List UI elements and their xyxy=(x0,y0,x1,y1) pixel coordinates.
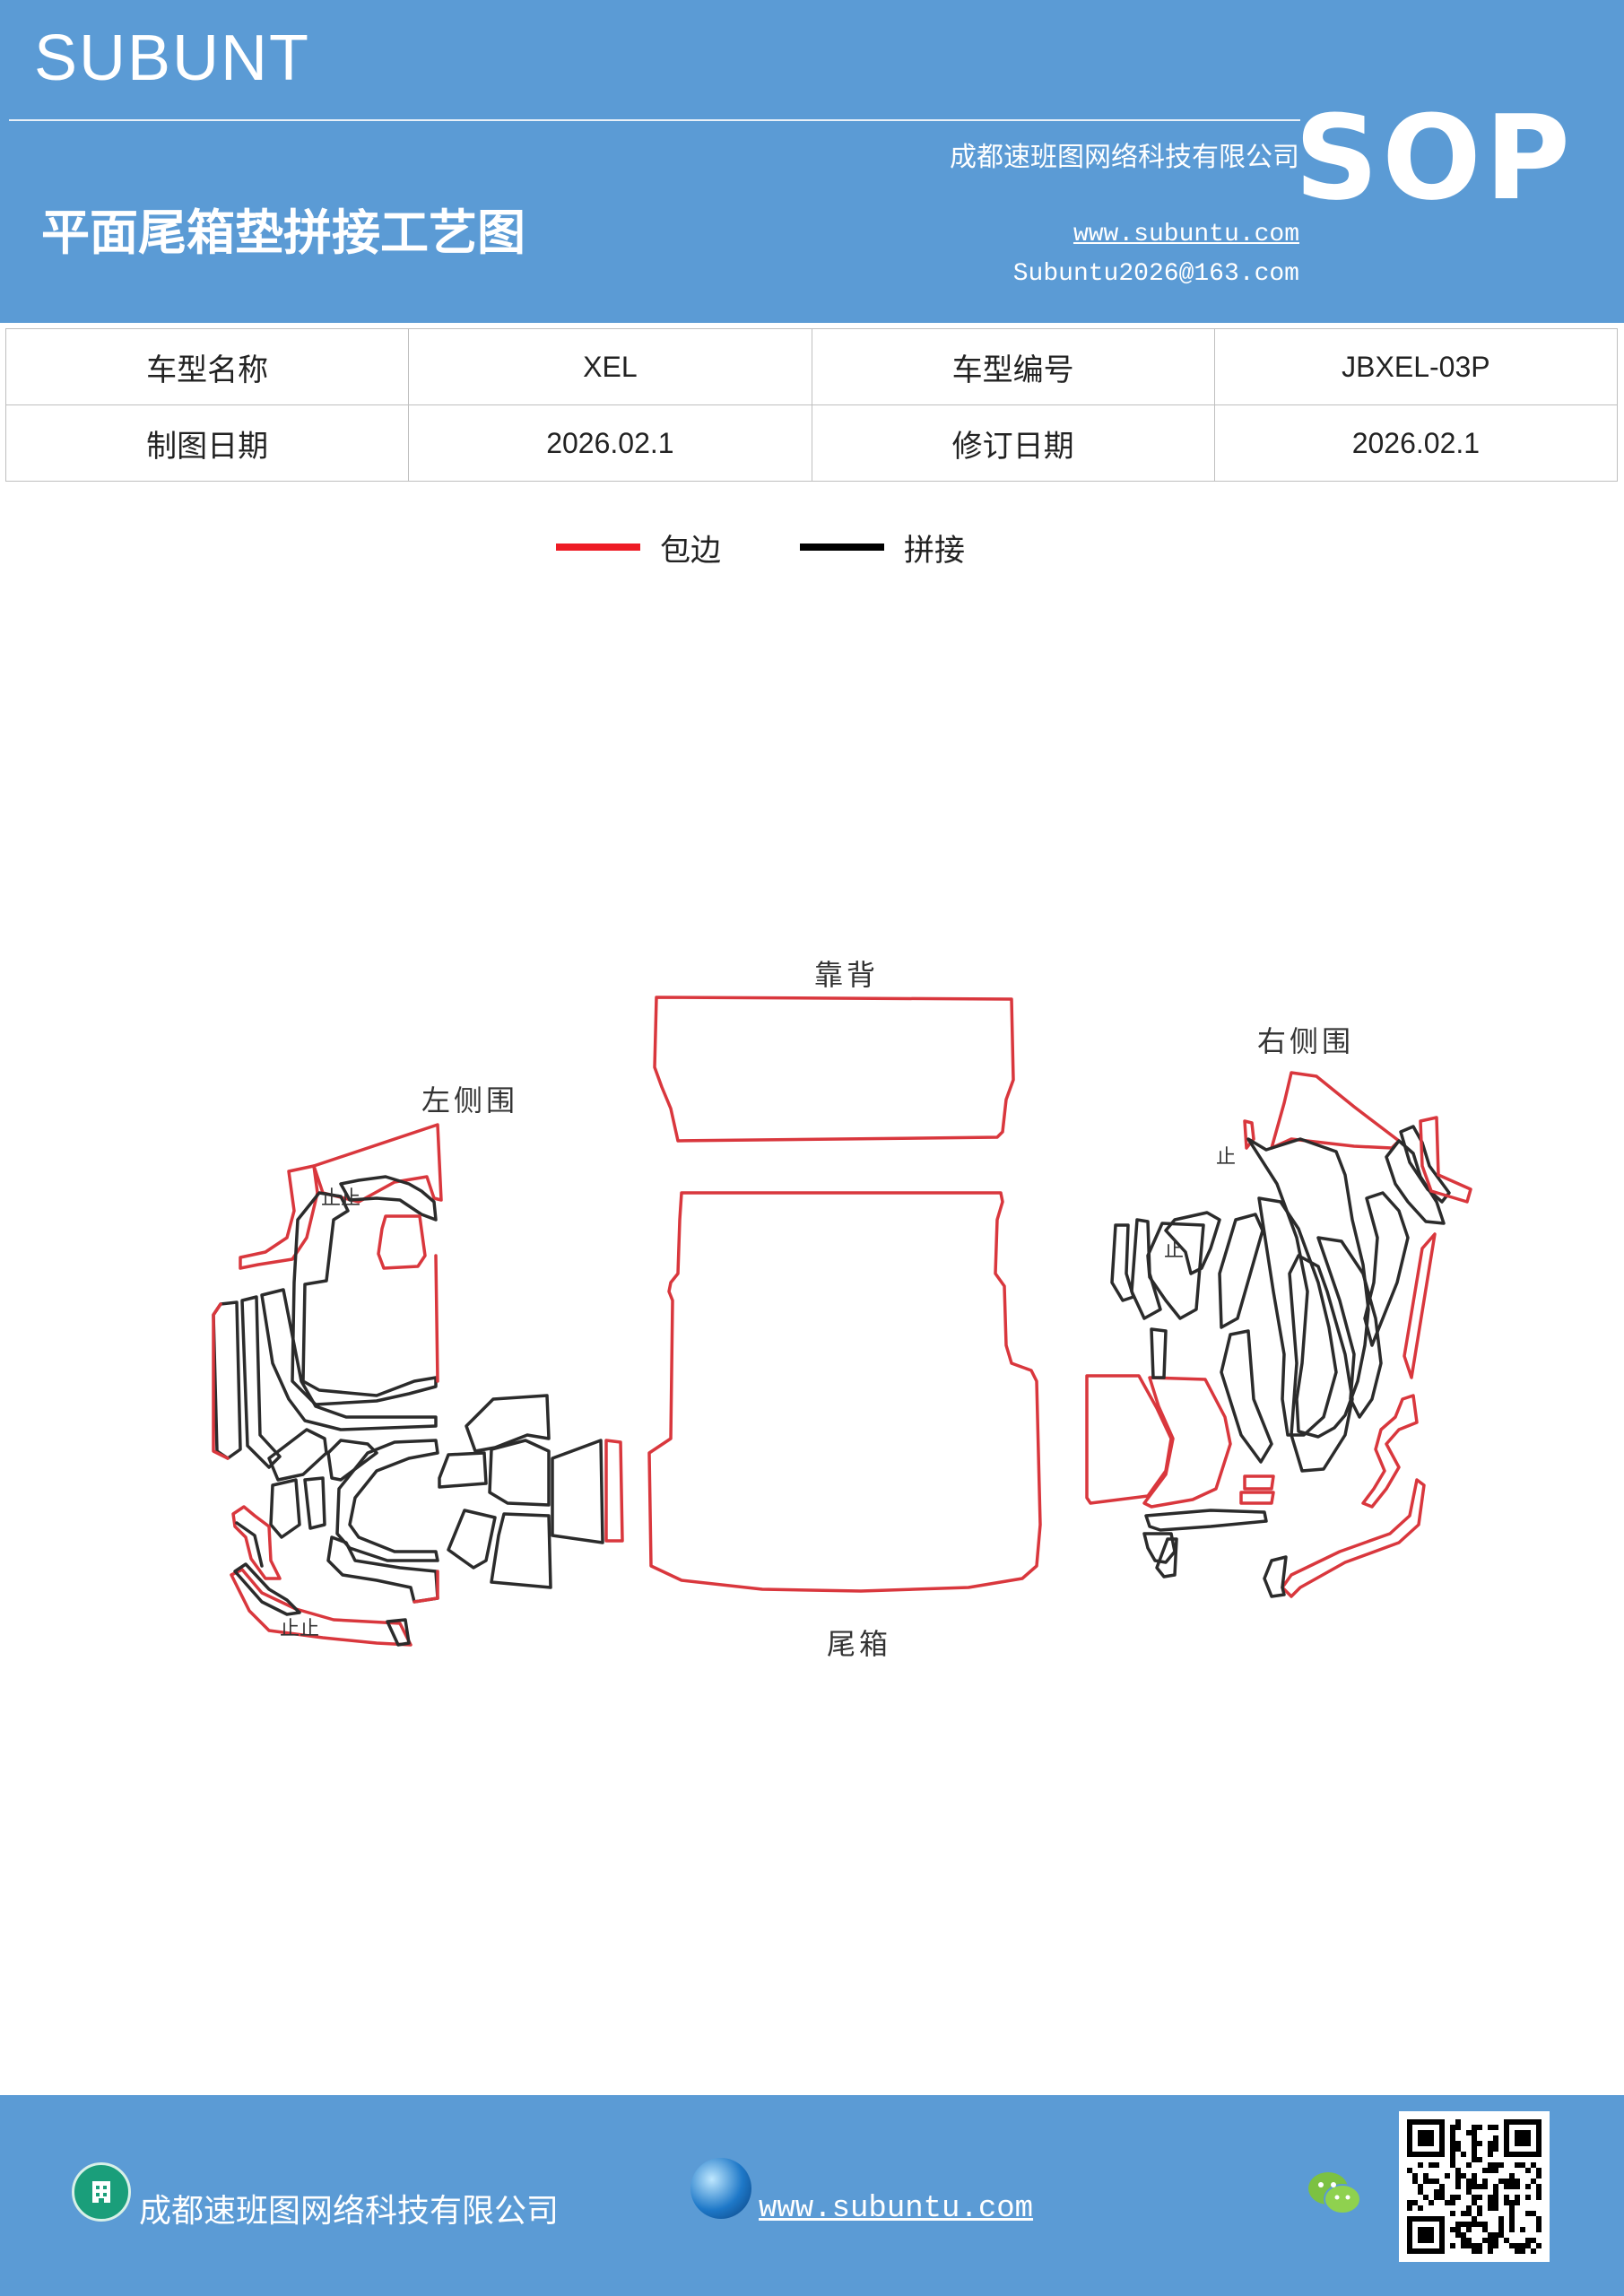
document-title: 平面尾箱垫拼接工艺图 xyxy=(41,204,525,261)
footer-banner: 成都速班图网络科技有限公司 www.subuntu.com xyxy=(0,2095,1624,2296)
stop-mark: 止 xyxy=(1216,1146,1237,1169)
right-piece xyxy=(1142,1376,1232,1509)
model-name-label: 车型名称 xyxy=(4,328,410,405)
left-piece xyxy=(335,1439,439,1562)
right-piece xyxy=(1363,1191,1410,1347)
model-code-label: 车型编号 xyxy=(811,328,1215,405)
right-piece xyxy=(1220,1329,1273,1464)
pattern-pieces-svg xyxy=(212,996,1472,1647)
backrest-piece xyxy=(653,996,1015,1143)
company-name: 成都速班图网络科技有限公司 xyxy=(950,142,1299,173)
header-banner: SUBUNT 成都速班图网络科技有限公司 平面尾箱垫拼接工艺图 www.subu… xyxy=(0,0,1624,323)
right-piece xyxy=(1361,1394,1419,1509)
legend-seam-swatch xyxy=(800,544,884,551)
right-piece xyxy=(1243,1119,1255,1150)
left-piece xyxy=(233,1562,301,1616)
footer-company-name: 成都速班图网络科技有限公司 xyxy=(139,2193,560,2230)
info-table: 车型名称 XEL 车型编号 JBXEL-03P 制图日期 2026.02.1 修… xyxy=(4,328,1619,482)
right-piece xyxy=(1419,1116,1472,1204)
left-piece xyxy=(260,1288,438,1431)
right-piece xyxy=(1218,1213,1264,1329)
left-piece xyxy=(488,1439,551,1507)
right-piece xyxy=(1144,1509,1268,1532)
email-address: Subuntu2026@163.com xyxy=(1012,260,1299,288)
left-piece xyxy=(212,1300,242,1460)
left-piece xyxy=(377,1214,427,1270)
left-piece xyxy=(240,1295,282,1469)
right-piece xyxy=(1130,1218,1162,1320)
backrest-label: 靠背 xyxy=(814,958,880,992)
right-piece xyxy=(1142,1532,1177,1564)
left-piece xyxy=(267,1428,328,1482)
right-piece xyxy=(1164,1211,1221,1275)
right-piece xyxy=(1281,1478,1426,1598)
right-piece xyxy=(1385,1139,1446,1225)
right-piece xyxy=(1403,1232,1437,1379)
brand-name: SUBUNT xyxy=(34,22,311,94)
revision-date-label: 修订日期 xyxy=(811,404,1215,482)
qr-code xyxy=(1399,2111,1550,2262)
trunk-piece xyxy=(647,1191,1042,1593)
right-piece xyxy=(1316,1236,1383,1419)
left-piece xyxy=(490,1512,552,1589)
left-piece xyxy=(212,1302,230,1460)
right-side-label: 右侧围 xyxy=(1257,1024,1355,1058)
left-piece xyxy=(413,1570,439,1604)
left-piece xyxy=(447,1509,497,1570)
left-piece xyxy=(291,1191,438,1406)
right-piece xyxy=(1110,1223,1135,1302)
left-piece xyxy=(551,1439,604,1544)
model-name-value: XEL xyxy=(408,328,812,405)
right-piece xyxy=(1263,1555,1288,1598)
legend-hem-label: 包边 xyxy=(660,532,721,569)
left-piece xyxy=(339,1175,438,1222)
stop-mark: 止止 xyxy=(321,1187,361,1210)
legend-seam-label: 拼接 xyxy=(904,532,965,569)
legend-hem: 包边 xyxy=(556,525,721,570)
right-piece xyxy=(1399,1125,1451,1204)
left-piece xyxy=(326,1439,378,1482)
website-link[interactable]: www.subuntu.com xyxy=(1073,221,1299,248)
legend-hem-swatch xyxy=(556,544,640,551)
globe-icon xyxy=(690,2158,751,2219)
right-piece xyxy=(1155,1537,1178,1578)
wechat-icon[interactable] xyxy=(1305,2167,1364,2221)
table-row: 车型名称 XEL 车型编号 JBXEL-03P xyxy=(4,328,1619,405)
table-row: 制图日期 2026.02.1 修订日期 2026.02.1 xyxy=(4,404,1619,482)
stop-mark: 止止 xyxy=(280,1618,320,1640)
revision-date-value: 2026.02.1 xyxy=(1213,404,1619,482)
draw-date-value: 2026.02.1 xyxy=(408,404,812,482)
left-piece xyxy=(303,1476,326,1530)
right-piece xyxy=(1150,1327,1168,1379)
stop-mark: 止 xyxy=(1164,1239,1185,1262)
right-piece xyxy=(1239,1491,1275,1505)
header-divider xyxy=(9,119,1300,121)
left-piece xyxy=(230,1568,413,1647)
sop-badge: SOP xyxy=(1294,90,1574,226)
left-side-label: 左侧围 xyxy=(421,1083,519,1118)
left-piece xyxy=(269,1478,301,1539)
splice-diagram: 靠背 左侧围 右侧围 尾箱 止止 止止 止 止 xyxy=(0,897,1624,1708)
right-piece xyxy=(1288,1254,1354,1473)
right-piece xyxy=(1257,1196,1338,1437)
right-piece xyxy=(1270,1071,1401,1150)
left-piece xyxy=(465,1394,551,1453)
left-piece xyxy=(231,1505,282,1580)
draw-date-label: 制图日期 xyxy=(4,404,410,482)
footer-website-link[interactable]: www.subuntu.com xyxy=(759,2192,1034,2226)
right-piece xyxy=(1243,1474,1275,1491)
building-icon xyxy=(72,2162,131,2222)
trunk-label: 尾箱 xyxy=(827,1627,892,1661)
legend-seam: 拼接 xyxy=(800,525,965,570)
left-piece xyxy=(604,1439,624,1543)
left-piece xyxy=(434,1254,439,1383)
model-code-value: JBXEL-03P xyxy=(1213,328,1619,405)
left-piece xyxy=(235,1521,264,1568)
left-piece xyxy=(438,1451,488,1489)
left-piece xyxy=(386,1618,411,1647)
left-piece xyxy=(239,1164,319,1270)
